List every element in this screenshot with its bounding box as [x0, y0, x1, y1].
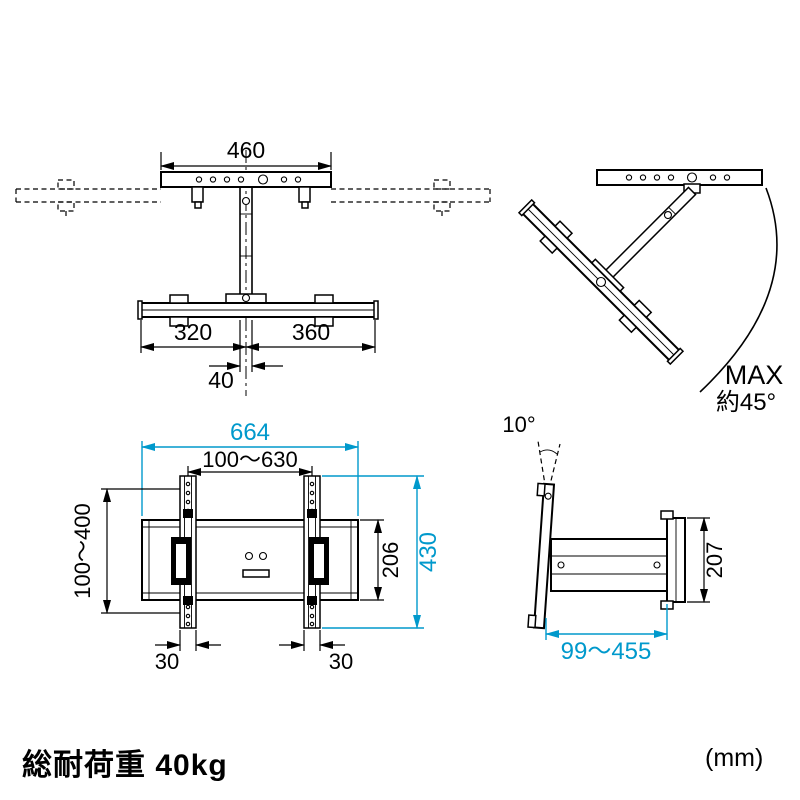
tv-plate-side [527, 482, 556, 630]
support-arm-top [225, 187, 267, 304]
extended-position-right-dashed [331, 179, 491, 219]
dim-320-360: 320 360 [140, 319, 376, 353]
dim-label-30-left: 30 [155, 649, 179, 674]
dim-label-360: 360 [292, 319, 330, 345]
dim-30-right: 30 [279, 630, 353, 674]
tv-bracket-swivel [517, 198, 685, 366]
folded-arm-side [550, 538, 668, 592]
max-label: MAX [725, 360, 784, 390]
swivel-arm [596, 186, 697, 287]
dim-664: 664 [141, 419, 359, 516]
dim-100-400: 100〜400 [70, 488, 180, 614]
load-capacity-label: 総耐荷重 40kg [22, 749, 228, 782]
dim-label-99-455: 99〜455 [561, 638, 652, 665]
dim-206: 206 [360, 519, 403, 601]
view-side: 10° 2 [502, 412, 727, 665]
view-top-swivel: MAX 約45° [517, 169, 784, 416]
dim-99-455: 99〜455 [545, 604, 668, 665]
dim-30-left: 30 [155, 630, 221, 674]
view-top-plan: 460 320 360 40 [15, 137, 491, 396]
dim-label-320: 320 [174, 319, 212, 345]
wall-plate-top-swivel [596, 169, 763, 186]
dim-label-40: 40 [208, 367, 234, 393]
plate-clamp-left [191, 186, 204, 203]
swivel-pivot-hole [595, 276, 607, 288]
arm-pivot-hole [241, 196, 251, 206]
dim-label-10deg: 10° [502, 412, 535, 437]
dim-label-100-400: 100〜400 [70, 503, 95, 598]
dim-label-430: 430 [415, 532, 442, 572]
dim-label-206: 206 [378, 542, 403, 579]
dim-label-30-right: 30 [329, 649, 353, 674]
bar-clamp-left [169, 294, 189, 304]
dim-label-100-630: 100〜630 [202, 447, 297, 472]
dim-label-460: 460 [227, 137, 265, 163]
rail-clamp-right [309, 537, 329, 585]
dim-100-630: 100〜630 [187, 447, 313, 476]
extended-position-left-dashed [15, 179, 161, 219]
dim-430: 430 [322, 475, 442, 629]
unit-label: (mm) [705, 744, 764, 772]
dim-207: 207 [687, 517, 727, 603]
rail-clamp-left [171, 537, 191, 585]
wall-bracket-side [660, 510, 686, 610]
tv-bracket-bar-top [137, 293, 379, 327]
plate-clamp-right [298, 186, 311, 203]
dim-label-207: 207 [702, 542, 727, 579]
swivel-angle-label: 約45° [716, 389, 776, 416]
dim-label-664: 664 [230, 419, 270, 446]
bar-clamp-right [314, 294, 334, 304]
wall-plate-top [160, 171, 332, 209]
view-front: 664 100〜630 100〜400 206 430 [70, 419, 442, 674]
dim-460: 460 [160, 137, 332, 170]
swivel-arc [699, 187, 778, 393]
dim-40: 40 [208, 320, 283, 393]
